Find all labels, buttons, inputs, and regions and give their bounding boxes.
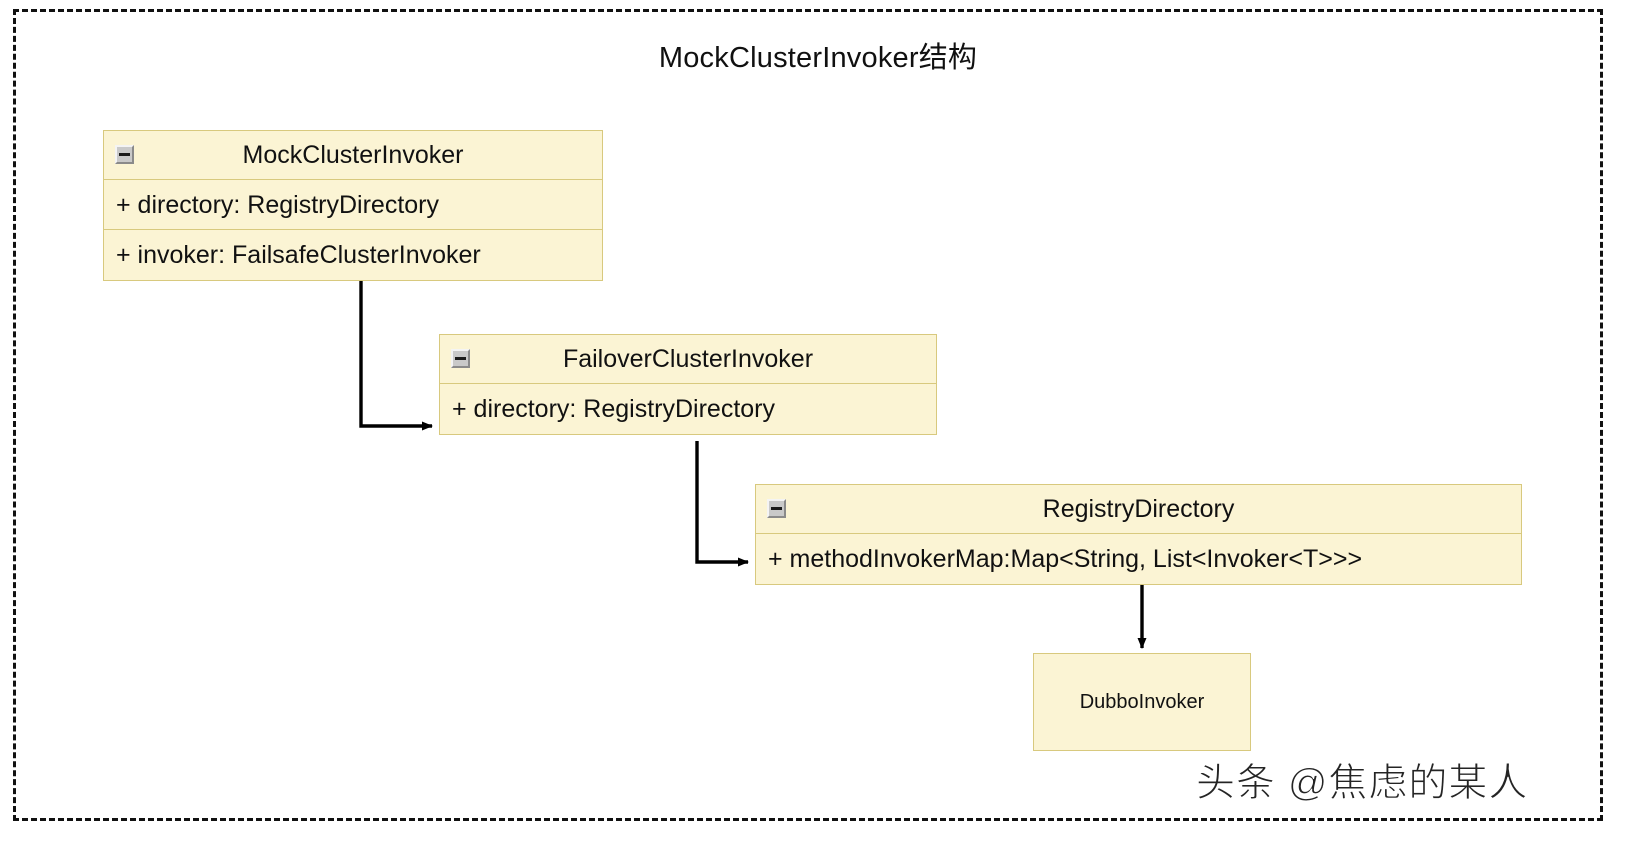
class-name-label: MockClusterInvoker bbox=[242, 141, 464, 169]
node-label-dubbo-invoker: DubboInvoker bbox=[1079, 690, 1205, 713]
class-box-failover-cluster-invoker[interactable]: FailoverClusterInvoker + directory: Regi… bbox=[439, 334, 937, 435]
class-name-label: RegistryDirectory bbox=[1042, 495, 1235, 523]
class-box-mock-cluster-invoker[interactable]: MockClusterInvoker + directory: Registry… bbox=[103, 130, 603, 281]
class-attribute-row: + invoker: FailsafeClusterInvoker bbox=[116, 241, 481, 269]
class-header-failover-cluster-invoker: FailoverClusterInvoker bbox=[440, 335, 936, 384]
class-header-registry-directory: RegistryDirectory bbox=[756, 485, 1521, 534]
class-name-label: FailoverClusterInvoker bbox=[562, 345, 814, 373]
minus-icon[interactable] bbox=[451, 349, 470, 368]
connector-mock-to-failover bbox=[359, 281, 433, 431]
class-box-registry-directory[interactable]: RegistryDirectory + methodInvokerMap:Map… bbox=[755, 484, 1522, 585]
connector-failover-to-registry bbox=[695, 441, 749, 567]
class-attribute-row: + directory: RegistryDirectory bbox=[452, 395, 775, 423]
class-attribute-row: + methodInvokerMap:Map<String, List<Invo… bbox=[768, 545, 1363, 573]
watermark-text: 头条 @焦虑的某人 bbox=[1195, 762, 1529, 806]
class-attribute-row: + directory: RegistryDirectory bbox=[104, 180, 602, 230]
minus-icon[interactable] bbox=[767, 499, 786, 518]
diagram-title: MockClusterInvoker结构 bbox=[658, 42, 978, 74]
minus-icon[interactable] bbox=[115, 145, 134, 164]
node-box-dubbo-invoker[interactable]: DubboInvoker bbox=[1033, 653, 1251, 751]
class-header-mock-cluster-invoker: MockClusterInvoker bbox=[104, 131, 602, 180]
